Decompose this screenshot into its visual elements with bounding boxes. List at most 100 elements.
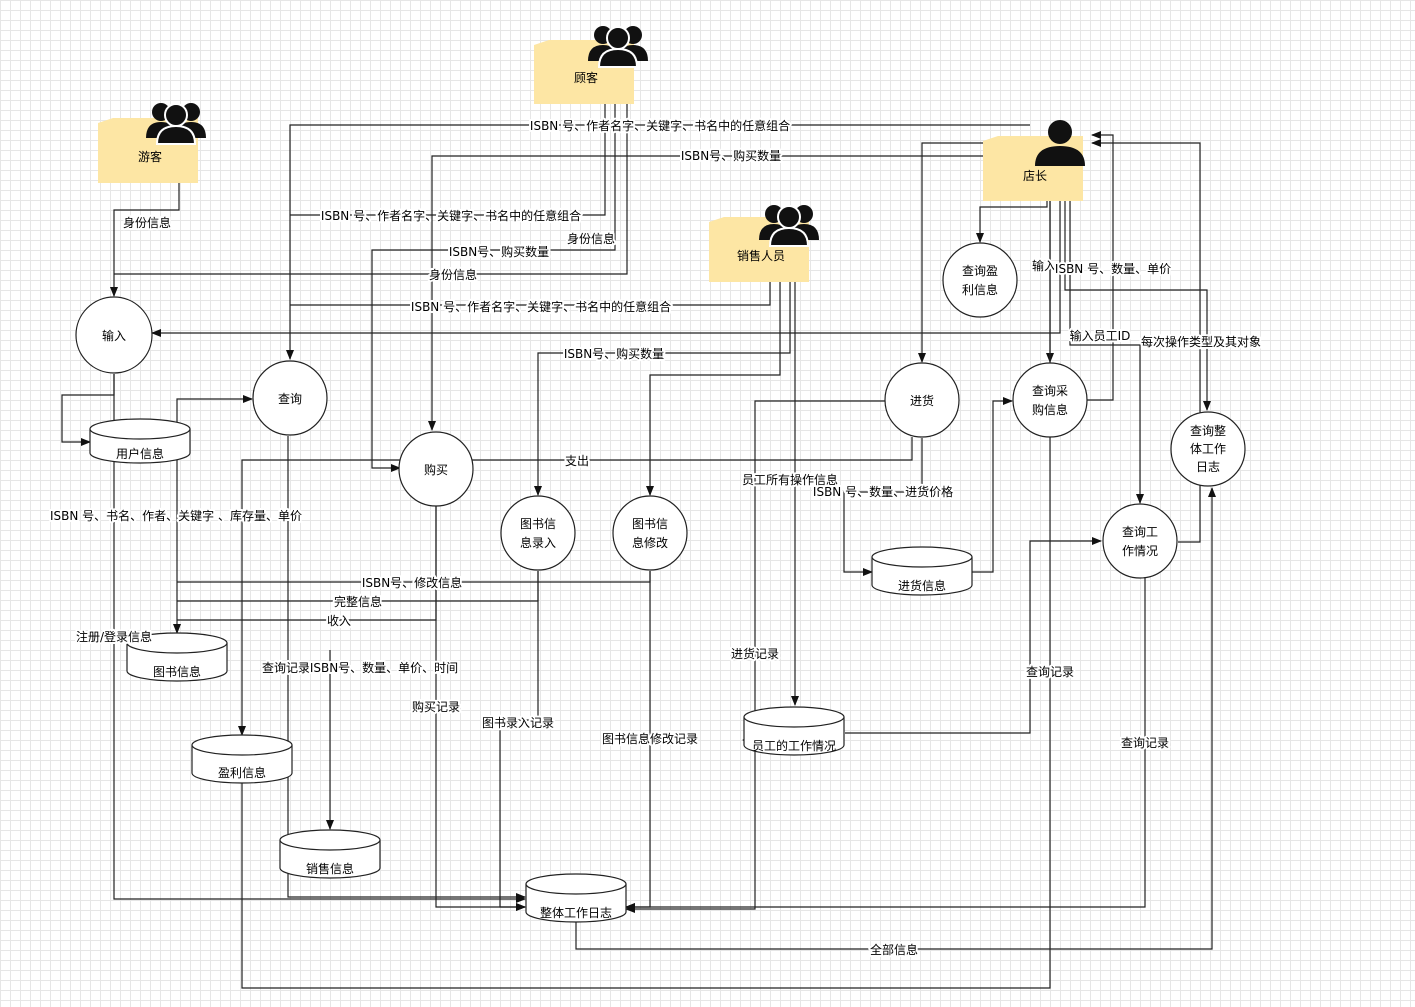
edge-labels: ISBN 号、作者名字、关键字、书名中的任意组合 ISBN号、购买数量 身份信息… [48, 116, 1263, 959]
store-user-info: 用户信息 [89, 418, 191, 464]
label-income: 收入 [327, 614, 351, 628]
edge-staffwork-workquery [845, 537, 1102, 734]
edge-entry-log [499, 571, 539, 911]
edge-sales-modify [646, 268, 781, 496]
process-query: 查询 [252, 360, 328, 436]
store-profit-info: 盈利信息 [191, 734, 293, 784]
actor-customer-label: 顾客 [574, 70, 598, 85]
edge-staffwork-log [625, 740, 756, 913]
edge-sales-entry [534, 268, 791, 496]
edge-customer-query [290, 90, 606, 216]
store-work-log-label: 整体工作日志 [540, 905, 612, 920]
edge-procure-manager [1087, 131, 1114, 401]
process-log-label-3: 日志 [1196, 460, 1220, 474]
label-identity-customer: 身份信息 [567, 231, 615, 246]
store-sales-info-label: 销售信息 [306, 861, 354, 876]
process-profit-label-1: 查询盈 [962, 264, 998, 278]
actor-manager-label: 店长 [1023, 169, 1047, 183]
label-all-ops: 员工所有操作信息 [742, 472, 838, 487]
label-identity-tourist: 身份信息 [123, 215, 171, 230]
store-stock-info-label: 进货信息 [898, 578, 946, 593]
process-book-modify-label-2: 息修改 [632, 535, 668, 550]
label-query-rec-mid: 查询记录 [1026, 665, 1074, 679]
edge-purchase-income [177, 506, 437, 621]
store-sales-info: 销售信息 [279, 829, 381, 879]
edge-userinfo-query [176, 395, 253, 432]
label-all-info: 全部信息 [870, 942, 918, 957]
label-isbn-qty-sales: ISBN号、购买数量 [564, 346, 664, 361]
edge-manager-purchase [428, 155, 1030, 431]
label-entry-rec: 图书录入记录 [482, 716, 554, 730]
edge-restock-profit [238, 437, 913, 736]
edge-restock-stockinfo [843, 438, 923, 576]
label-isbn-modify: ISBN号、修改信息 [362, 575, 462, 590]
label-input-staff-id: 输入员工ID [1070, 328, 1131, 343]
store-profit-info-label: 盈利信息 [218, 765, 266, 780]
edge-customer-purchase [371, 90, 616, 472]
store-user-info-label: 用户信息 [116, 446, 164, 461]
label-isbn-qty-customer: ISBN号、购买数量 [449, 244, 549, 259]
process-restock: 进货 [884, 362, 960, 438]
label-buy-rec: 购买记录 [412, 699, 460, 714]
actor-customer: 顾客 [534, 25, 649, 104]
edge-purchase-log [435, 506, 526, 911]
store-stock-info: 进货信息 [871, 546, 973, 596]
process-query-label: 查询 [278, 392, 302, 406]
process-purchase: 购买 [398, 431, 474, 507]
process-profit-query: 查询盈 利信息 [942, 242, 1018, 318]
process-log-label-1: 查询整 [1190, 423, 1226, 438]
edge-manager-query [286, 124, 1030, 360]
edge-manager-input [151, 170, 1061, 337]
actor-sales: 销售人员 [709, 204, 820, 282]
label-isbn-qty-price: ISBN 号、数量、单价 [1055, 261, 1171, 276]
process-book-modify: 图书信 息修改 [612, 495, 688, 571]
label-query-rec-right: 查询记录 [1121, 736, 1169, 750]
people-icon [145, 102, 207, 145]
process-procure-label-1: 查询采 [1032, 384, 1068, 398]
process-work-query: 查询工 作情况 [1102, 503, 1178, 579]
process-book-entry-label-2: 息录入 [520, 535, 556, 550]
actor-tourist-label: 游客 [138, 149, 162, 164]
process-procure-label-2: 购信息 [1032, 402, 1068, 417]
label-identity-sales: 身份信息 [429, 267, 477, 282]
edge-workquery-log [625, 578, 1146, 911]
label-each-op: 每次操作类型及其对象 [1141, 334, 1261, 349]
actor-sales-label: 销售人员 [737, 248, 785, 263]
label-sale-detail: ISBN号、数量、单价、时间 [310, 660, 458, 675]
process-log-query: 查询整 体工作 日志 [1170, 411, 1246, 487]
edge-input-log [113, 374, 526, 903]
store-staff-work: 员工的工作情况 [743, 706, 845, 756]
process-purchase-label: 购买 [424, 462, 448, 477]
label-isbn-book: ISBN 号、书名、作者、关键字 、库存量、单价 [50, 508, 302, 523]
label-query-rec-left: 查询记录 [262, 661, 310, 675]
person-icon [1035, 120, 1085, 166]
process-input-label: 输入 [102, 328, 126, 343]
label-expense: 支出 [565, 454, 589, 468]
label-isbn-combo-sales: ISBN 号、作者名字、关键字、书名中的任意组合 [411, 299, 671, 314]
process-work-label-2: 作情况 [1122, 544, 1158, 558]
label-modify-rec: 图书信息修改记录 [602, 731, 698, 746]
store-book-info-label: 图书信息 [153, 664, 201, 679]
people-icon [587, 25, 649, 68]
store-book-info: 图书信息 [126, 632, 228, 682]
label-register: 注册/登录信息 [76, 629, 152, 644]
process-profit-label-2: 利信息 [962, 282, 998, 297]
store-staff-work-label: 员工的工作情况 [752, 738, 836, 753]
label-input-cut: 输入 [1032, 258, 1056, 273]
edge-log-logquery [575, 487, 1216, 950]
process-book-entry-label-1: 图书信 [520, 517, 556, 531]
label-isbn-qty-cost: ISBN 号、数量、进货价格 [813, 484, 953, 499]
label-isbn-combo-customer: ISBN 号、作者名字、关键字、书名中的任意组合 [321, 208, 581, 223]
edge-query-log [287, 436, 526, 901]
process-book-modify-label-1: 图书信 [632, 517, 668, 531]
process-restock-label: 进货 [910, 393, 934, 408]
edge-manager-workquery [1069, 170, 1144, 504]
edge-logquery-manager [1091, 139, 1201, 412]
process-input: 输入 [75, 296, 153, 374]
label-isbn-combo-top: ISBN 号、作者名字、关键字、书名中的任意组合 [530, 118, 790, 133]
process-book-entry: 图书信 息录入 [500, 495, 576, 571]
label-isbn-qty-top: ISBN号、购买数量 [681, 148, 781, 163]
edge-manager-profit [976, 195, 1048, 243]
actor-tourist: 游客 [98, 102, 207, 183]
